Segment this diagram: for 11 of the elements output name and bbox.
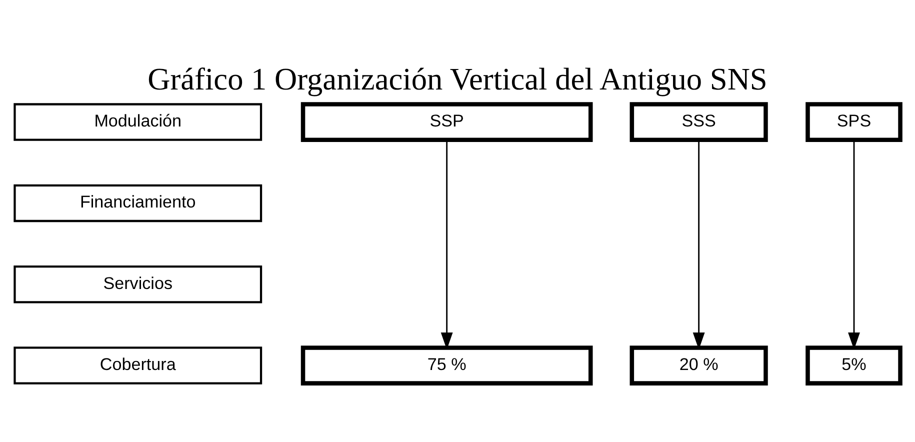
node-box: Financiamiento bbox=[14, 184, 262, 222]
node-box: SSP bbox=[300, 102, 593, 142]
diagram-title: Gráfico 1 Organización Vertical del Antiguo SNS bbox=[148, 61, 768, 96]
node-box: SPS bbox=[806, 102, 902, 142]
node-box: Servicios bbox=[14, 266, 262, 304]
node-box: SSS bbox=[630, 102, 768, 142]
node-box: 75 % bbox=[300, 346, 593, 386]
node-box: Modulación bbox=[14, 103, 262, 141]
node-box: 5% bbox=[806, 346, 902, 386]
node-box: 20 % bbox=[630, 346, 768, 386]
node-box: Cobertura bbox=[14, 346, 262, 384]
